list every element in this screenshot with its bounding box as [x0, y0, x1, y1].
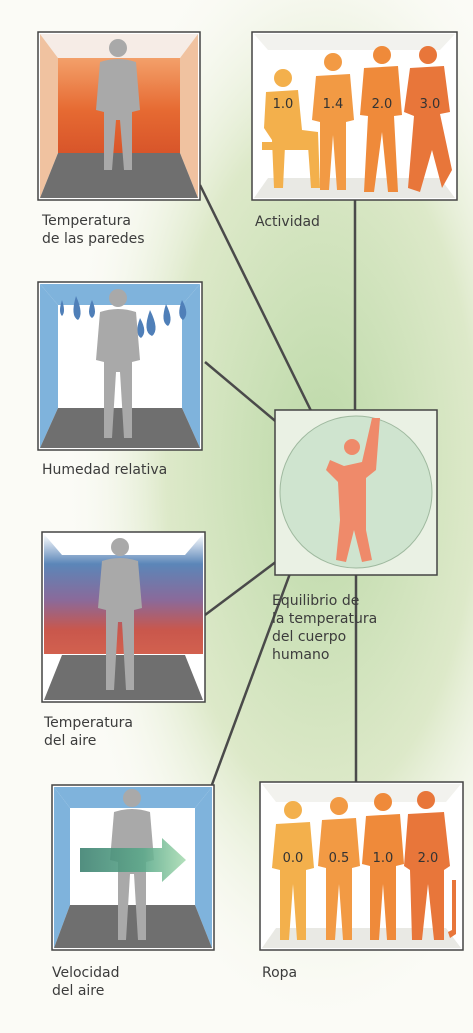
activity-value-2: 1.4: [323, 97, 344, 112]
label-center-line4: humano: [272, 646, 377, 664]
label-center-line1: Equilibrio de: [272, 592, 377, 610]
clothing-value-1: 0.0: [283, 851, 304, 866]
panel-activity: 1.0 1.4 2.0 3.0: [252, 32, 457, 200]
panel-relative-humidity: [38, 282, 202, 450]
label-wall-temperature-line2: de las paredes: [42, 230, 144, 248]
label-air-speed: Velocidad del aire: [52, 964, 120, 1000]
panel-clothing: 0.0 0.5 1.0 2.0: [260, 782, 463, 950]
label-relative-humidity: Humedad relativa: [42, 461, 167, 479]
activity-value-1: 1.0: [273, 97, 294, 112]
label-center-line2: la temperatura: [272, 610, 377, 628]
center-body-balance: [275, 410, 437, 575]
label-activity: Actividad: [255, 213, 320, 231]
label-air-speed-line1: Velocidad: [52, 964, 120, 982]
activity-value-3: 2.0: [372, 97, 393, 112]
panel-air-speed: [52, 785, 214, 950]
label-center-balance: Equilibrio de la temperatura del cuerpo …: [272, 592, 377, 664]
label-air-speed-line2: del aire: [52, 982, 120, 1000]
activity-value-4: 3.0: [420, 97, 441, 112]
label-air-temperature: Temperatura del aire: [44, 714, 133, 750]
label-air-temperature-line2: del aire: [44, 732, 133, 750]
clothing-value-2: 0.5: [329, 851, 350, 866]
panel-air-temperature: [42, 532, 205, 702]
label-air-temperature-line1: Temperatura: [44, 714, 133, 732]
clothing-value-3: 1.0: [373, 851, 394, 866]
label-clothing: Ropa: [262, 964, 297, 982]
panel-wall-temperature: [38, 32, 200, 200]
label-center-line3: del cuerpo: [272, 628, 377, 646]
label-wall-temperature: Temperatura de las paredes: [42, 212, 144, 248]
clothing-value-4: 2.0: [418, 851, 439, 866]
label-wall-temperature-line1: Temperatura: [42, 212, 144, 230]
